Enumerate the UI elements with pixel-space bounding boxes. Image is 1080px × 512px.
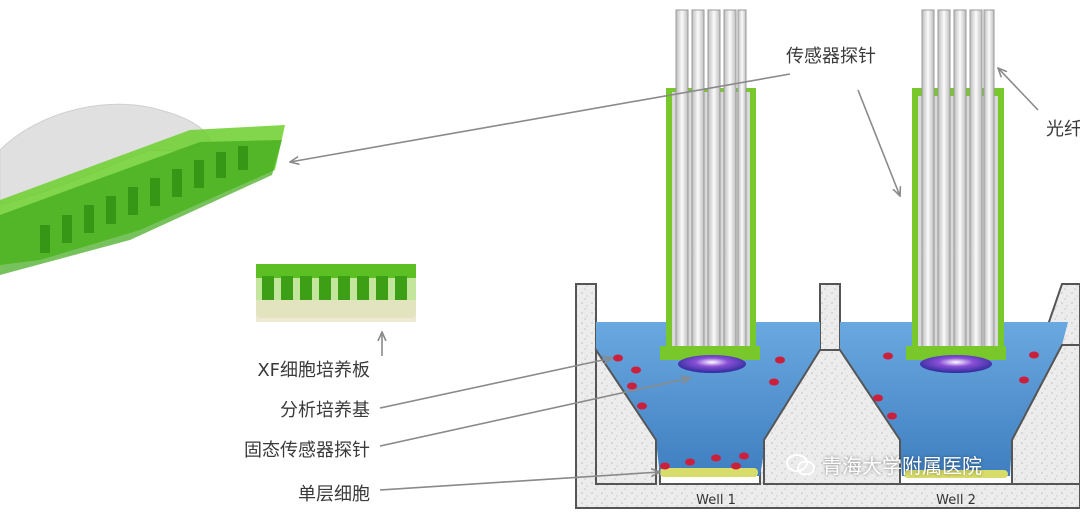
sensor-probe-1 xyxy=(660,9,760,373)
label-solid-sensor-probe: 固态传感器探针 xyxy=(244,440,370,461)
label-sensor-probe-top: 传感器探针 xyxy=(786,46,876,67)
hand-with-plate-image xyxy=(0,103,285,275)
sensor-probe-2 xyxy=(906,9,1006,373)
label-analysis-medium: 分析培养基 xyxy=(280,400,370,421)
xf-plate-image xyxy=(256,264,416,322)
label-optical-fiber: 光纤 xyxy=(1046,119,1080,140)
floating-cells xyxy=(613,351,1039,470)
well-2-label: Well 2 xyxy=(936,493,976,508)
well-1-label: Well 1 xyxy=(696,493,736,508)
monolayer-cells xyxy=(660,468,1008,478)
label-xf-plate: XF细胞培养板 xyxy=(257,360,370,381)
wechat-icon xyxy=(786,453,815,475)
label-monolayer-cells: 单层细胞 xyxy=(298,484,370,505)
callout-arrows xyxy=(290,68,1039,491)
well-walls xyxy=(595,344,1080,485)
watermark: 青海大学附属医院 xyxy=(786,450,982,479)
watermark-text: 青海大学附属医院 xyxy=(822,454,982,478)
analysis-medium xyxy=(596,322,1068,476)
